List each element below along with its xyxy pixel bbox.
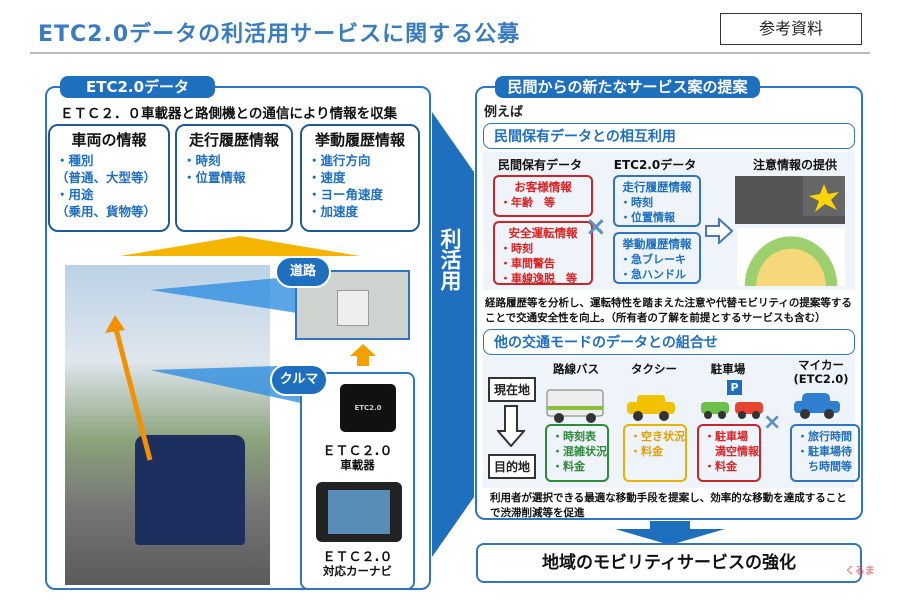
- car-image: [135, 435, 245, 545]
- car-label: クルマ: [270, 364, 328, 396]
- divider: [30, 52, 870, 54]
- box-item: ・車線逸脱 等: [500, 272, 577, 285]
- taxi-icon: [627, 395, 675, 421]
- parking-sign-icon: P: [727, 380, 742, 395]
- private-data-heading: 民間保有データ: [497, 158, 582, 172]
- mode-name: タクシー: [631, 362, 677, 376]
- section2-header: 他の交通モードのデータとの組合せ: [483, 329, 855, 355]
- bus-icon: [546, 389, 604, 423]
- up-arrow-orange: [350, 344, 376, 366]
- times-icon: ×: [585, 212, 607, 242]
- card-title: 走行履歴情報: [188, 131, 279, 149]
- mode-info-box: ・時刻表・混雑状況・料金: [545, 424, 609, 482]
- mode-info-box: ・駐車場 満空情報・料金: [697, 424, 761, 482]
- reference-label: 参考資料: [720, 13, 862, 45]
- down-arrow-blue: [615, 521, 725, 545]
- vehicle-devices-box: ETC2.0 ＥＴＣ２.０ 車載器 ＥＴＣ２.０ 対応カーナビ: [300, 372, 415, 590]
- etc-data-box: 挙動履歴情報・急ブレーキ・急ハンドル: [613, 232, 701, 284]
- mode-name: 駐車場: [710, 362, 746, 376]
- card-item: ・進行方向: [308, 153, 371, 168]
- card-title: 挙動履歴情報: [314, 131, 405, 149]
- mode-name: 路線バス: [553, 362, 599, 376]
- private-data-box: 安全運転情報・時刻・車間警告・車線逸脱 等: [493, 221, 593, 285]
- origin-label: 現在地: [488, 377, 537, 402]
- section2-description: 利用者が選択できる最適な移動手段を提案し、効率的な移動を達成することで渋滞削減等…: [490, 492, 847, 519]
- town-illustration: [737, 228, 845, 286]
- mode-item: ・時刻表: [552, 430, 596, 443]
- times-icon-2: ×: [763, 410, 782, 435]
- device1-label-1: ＥＴＣ２.０: [322, 444, 393, 459]
- box-title: お客様情報: [514, 180, 572, 194]
- etc-data-box: 走行履歴情報・時刻・位置情報: [613, 175, 701, 227]
- mode-item: ・混雑状況: [552, 445, 607, 458]
- mycar-icon: [794, 393, 840, 419]
- box-title: 挙動履歴情報: [622, 237, 692, 251]
- box-item: ・急ブレーキ: [620, 253, 686, 266]
- box-item: ・車間警告: [500, 257, 555, 270]
- card-item: ・用途: [56, 187, 94, 202]
- card-item: ・時刻: [183, 153, 221, 168]
- mode-item: 満空情報: [704, 445, 759, 458]
- card-item: （普通、大型等）: [56, 170, 157, 185]
- device2-label-2: 対応カーナビ: [323, 564, 392, 578]
- mode-item: ・料金: [552, 460, 585, 473]
- card-item: ・速度: [308, 170, 346, 185]
- card-item: ・ヨー角速度: [308, 187, 384, 202]
- etc-device-image: ETC2.0: [340, 384, 396, 432]
- warning-burst-icon: [809, 184, 839, 212]
- watermark-logo: くるま: [845, 566, 875, 577]
- card-title: 車両の情報: [71, 131, 147, 149]
- example-label: 例えば: [484, 105, 524, 120]
- signal-arrow: [105, 315, 153, 461]
- destination-label: 目的地: [488, 454, 537, 479]
- mode-name: マイカー (ETC2.0): [793, 358, 849, 386]
- mode-item: ・空き状況: [630, 430, 685, 443]
- box-item: ・年齢 等: [500, 196, 555, 209]
- box-title: 走行履歴情報: [622, 180, 692, 194]
- card-item: ・位置情報: [183, 170, 246, 185]
- box-title: 安全運転情報: [508, 226, 578, 240]
- mode-item: ・駐車場待: [797, 445, 852, 458]
- utilization-arrow: [432, 112, 474, 557]
- down-arrow-icon: [497, 405, 525, 447]
- mode-item: ・料金: [630, 445, 663, 458]
- mode-item: ・駐車場: [704, 430, 748, 443]
- private-data-box: お客様情報・年齢 等: [493, 175, 593, 217]
- page-title: ETC2.0データの利活用サービスに関する公募: [38, 22, 521, 47]
- road-label: 道路: [275, 256, 331, 288]
- box-item: ・時刻: [500, 242, 533, 255]
- collection-subtitle: ＥＴＣ２．０車載器と路側機との通信により情報を収集: [60, 106, 398, 122]
- mode-info-box: ・旅行時間・駐車場待 ち時間等: [790, 424, 860, 482]
- section1-description: 経路履歴等を分析し、運転特性を踏まえた注意や代替モビリティの提案等することで交通…: [485, 297, 852, 324]
- info-card: 挙動履歴情報・進行方向・速度・ヨー角速度・加速度: [300, 124, 420, 232]
- etc-data-tab: ETC2.0データ: [60, 76, 215, 98]
- card-item: ・種別: [56, 153, 94, 168]
- warning-info-heading: 注意情報の提供: [752, 158, 837, 172]
- driver-photo: [735, 176, 845, 224]
- box-item: ・位置情報: [620, 211, 675, 224]
- box-item: ・時刻: [620, 196, 653, 209]
- info-card: 走行履歴情報・時刻・位置情報: [175, 124, 293, 232]
- info-card: 車両の情報・種別 （普通、大型等） ・用途 （乗用、貨物等）: [48, 124, 170, 232]
- mode-item: ・料金: [704, 460, 737, 473]
- proposal-tab: 民間からの新たなサービス案の提案: [495, 76, 760, 98]
- device1-label-2: 車載器: [340, 458, 375, 472]
- up-arrow-yellow: [120, 236, 360, 256]
- conclusion-box: 地域のモビリティサービスの強化: [476, 543, 862, 583]
- right-arrow-icon: [705, 218, 733, 244]
- device2-label-1: ＥＴＣ２.０: [322, 550, 393, 565]
- mode-info-box: ・空き状況・料金: [623, 424, 687, 482]
- road-photo: [65, 265, 270, 585]
- box-item: ・急ハンドル: [620, 268, 686, 281]
- utilization-label: 利活用: [438, 228, 462, 291]
- car-navi-image: [316, 482, 402, 542]
- card-item: ・加速度: [308, 204, 359, 219]
- card-item: （乗用、貨物等）: [56, 204, 157, 219]
- mode-item: ち時間等: [797, 460, 852, 473]
- parking-cars-icon: [701, 402, 763, 419]
- section1-header: 民間保有データとの相互利用: [483, 123, 855, 149]
- etc-data-heading: ETC2.0データ: [613, 158, 697, 172]
- mode-item: ・旅行時間: [797, 430, 852, 443]
